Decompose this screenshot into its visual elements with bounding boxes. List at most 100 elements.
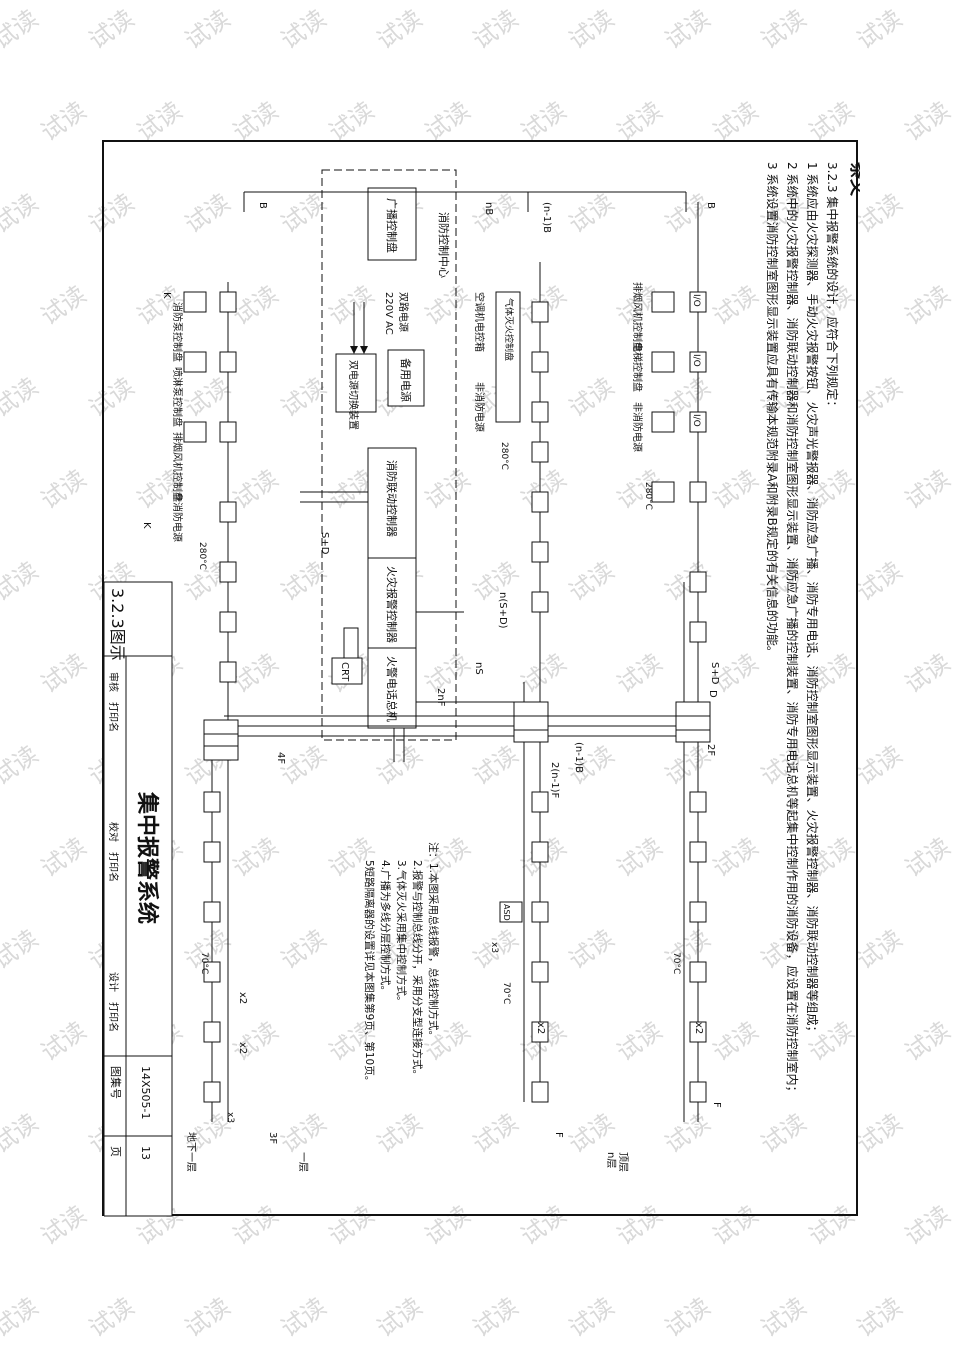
svg-text:非消防电源: 非消防电源 xyxy=(473,382,486,432)
svg-text:70°C: 70°C xyxy=(501,982,511,1004)
isolator-1 xyxy=(203,719,239,761)
note-3: 3.气体灭火采用集中控制方式。 xyxy=(395,860,408,1007)
watermark-text: 试读 xyxy=(0,924,44,975)
svg-text:2nF: 2nF xyxy=(435,688,446,707)
svg-text:空调机电控箱: 空调机电控箱 xyxy=(473,292,486,352)
svg-text:(n-1)B: (n-1)B xyxy=(541,202,552,233)
watermark-text: 试读 xyxy=(35,464,92,515)
control-center-label: 消防控制中心 xyxy=(437,212,451,278)
watermark-text: 试读 xyxy=(851,4,908,55)
n-floor-devices: 气体灭火控制盘 空调机电控箱 非消防电源 280°C ASD x3 70°C xyxy=(473,291,549,1103)
note-5: 5短路隔离器的设置详见本图集第9页、第10页。 xyxy=(363,860,376,1086)
watermark-text: 试读 xyxy=(467,1292,524,1343)
watermark-text: 试读 xyxy=(659,1292,716,1343)
svg-text:2F: 2F xyxy=(705,744,716,756)
watermark-text: 试读 xyxy=(35,1200,92,1251)
clause-item-2: 2 系统中的火灾报警控制器、消防联动控制器和消防控制室图形显示装置、消防应急广播… xyxy=(785,162,800,1097)
design-label: 设计 xyxy=(107,972,120,992)
clause-title: 3.2.3 集中报警系统的设计，应符合下列规定： xyxy=(825,162,840,412)
watermark-text: 试读 xyxy=(755,1292,812,1343)
note-2: 2.报警与控制总线分开，采用分支型连接方式。 xyxy=(411,860,424,1080)
svg-text:消防泵控制盘: 消防泵控制盘 xyxy=(171,302,184,362)
svg-text:nB: nB xyxy=(483,202,494,215)
svg-text:70°C: 70°C xyxy=(671,952,681,974)
watermark-text: 试读 xyxy=(35,832,92,883)
svg-text:地下一层: 地下一层 xyxy=(185,1132,198,1172)
svg-text:F: F xyxy=(711,1102,722,1108)
watermark-text: 试读 xyxy=(0,1108,44,1159)
svg-text:280°C: 280°C xyxy=(197,542,207,570)
watermark-text: 试读 xyxy=(0,188,44,239)
svg-text:3F: 3F xyxy=(267,1132,278,1144)
svg-text:广播控制盘: 广播控制盘 xyxy=(385,198,399,253)
svg-text:双电源切换装置: 双电源切换装置 xyxy=(347,360,360,430)
watermark-text: 试读 xyxy=(371,1292,428,1343)
svg-text:火灾报警控制器: 火灾报警控制器 xyxy=(385,566,399,643)
watermark-text: 试读 xyxy=(467,4,524,55)
watermark-text: 试读 xyxy=(899,464,956,515)
review-label: 审核 xyxy=(107,672,120,692)
note-4: 4.广播为多线分层控制方式。 xyxy=(379,860,392,996)
svg-text:280°C: 280°C xyxy=(643,482,653,510)
isolator-n xyxy=(513,701,549,743)
svg-text:K: K xyxy=(161,292,172,299)
svg-text:非消防电源: 非消防电源 xyxy=(171,492,184,542)
svg-text:D: D xyxy=(707,690,718,698)
floor-labels: 顶层 n层 一层 地下一层 xyxy=(185,1132,629,1172)
phone-host: 火警电话总机 xyxy=(367,647,417,729)
page-number: 13 xyxy=(139,1146,152,1160)
svg-text:非消防电源: 非消防电源 xyxy=(631,402,644,452)
notes-block: 注：1.本图采用总线报警，总线控制方式。 2.报警与控制总线分开，采用分支型连接… xyxy=(363,842,440,1086)
lower-floor-devices: 消防泵控制盘 喷淋泵控制盘 排烟风机控制盘 非消防电源 280°C 70°C x… xyxy=(171,291,237,1123)
svg-text:排烟风机控制盘: 排烟风机控制盘 xyxy=(171,432,184,502)
watermark-text: 试读 xyxy=(899,648,956,699)
watermark-text: 试读 xyxy=(179,1292,236,1343)
alarm-controller: 火灾报警控制器 xyxy=(367,557,417,649)
svg-text:K: K xyxy=(141,522,152,529)
drawing-sheet: 条文 3.2.3 集中报警系统的设计，应符合下列规定： 1 系统应由火灾探测器、… xyxy=(104,161,860,1217)
watermark-text: 试读 xyxy=(275,4,332,55)
svg-text:打印名: 打印名 xyxy=(107,1002,120,1032)
backup-power: 备用电源 xyxy=(387,349,425,407)
svg-text:n(S+D): n(S+D) xyxy=(497,592,508,629)
atlas-no-label: 图集号 xyxy=(109,1066,123,1099)
watermark-text: 试读 xyxy=(35,96,92,147)
watermark-text: 试读 xyxy=(0,372,44,423)
drawing-frame: 条文 3.2.3 集中报警系统的设计，应符合下列规定： 1 系统应由火灾探测器、… xyxy=(102,140,860,1217)
svg-text:S+D: S+D xyxy=(319,532,330,555)
clause-block: 条文 3.2.3 集中报警系统的设计，应符合下列规定： 1 系统应由火灾探测器、… xyxy=(765,161,860,1097)
atlas-no: 14X505-1 xyxy=(139,1066,152,1120)
watermark-text: 试读 xyxy=(35,1016,92,1067)
watermark-text: 试读 xyxy=(0,4,44,55)
svg-text:x2: x2 xyxy=(693,1022,704,1034)
clause-item-1: 1 系统应由火灾探测器、手动火灾报警按钮、火灾声光警报器、消防应急广播、消防专用… xyxy=(805,162,820,1037)
svg-text:F: F xyxy=(553,1132,564,1138)
watermark-text: 试读 xyxy=(83,1292,140,1343)
page-label: 页 xyxy=(109,1146,122,1157)
isolator-top xyxy=(675,701,711,743)
svg-text:280°C: 280°C xyxy=(499,442,509,470)
svg-text:I/O: I/O xyxy=(691,294,701,307)
svg-text:x2: x2 xyxy=(237,1042,248,1054)
svg-text:x3: x3 xyxy=(225,1112,235,1123)
svg-text:I/O: I/O xyxy=(691,414,701,427)
watermark-text: 试读 xyxy=(563,4,620,55)
watermark-text: 试读 xyxy=(0,1292,44,1343)
svg-text:打印名: 打印名 xyxy=(107,852,120,882)
svg-text:火警电话总机: 火警电话总机 xyxy=(385,656,399,722)
svg-text:x3: x3 xyxy=(489,942,499,953)
watermark-text: 试读 xyxy=(0,556,44,607)
drawing-title: 集中报警系统 xyxy=(134,791,160,924)
svg-text:B: B xyxy=(257,202,268,209)
watermark-text: 试读 xyxy=(179,4,236,55)
watermark-text: 试读 xyxy=(899,96,956,147)
svg-text:一层: 一层 xyxy=(297,1152,309,1172)
linkage-controller: 消防联动控制器 xyxy=(367,447,417,559)
check-label: 校对 xyxy=(107,822,120,842)
svg-text:S+D: S+D xyxy=(709,662,720,685)
watermark-text: 试读 xyxy=(563,1292,620,1343)
watermark-text: 试读 xyxy=(0,740,44,791)
svg-text:x2: x2 xyxy=(535,1022,546,1034)
svg-text:2(n-1)F: 2(n-1)F xyxy=(549,762,560,798)
dual-power-label: 双路电源 xyxy=(397,292,410,332)
